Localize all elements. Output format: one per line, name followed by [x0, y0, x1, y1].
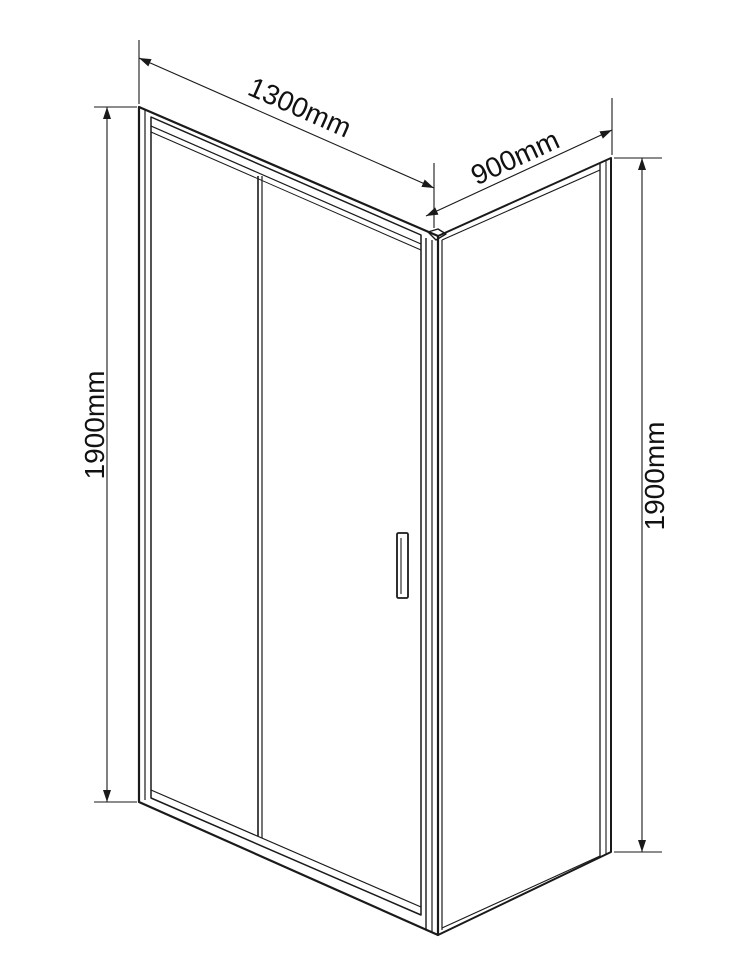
bottom-rail	[150, 789, 422, 908]
side-outer-frame	[437, 157, 612, 936]
front-door-panel	[137, 105, 447, 937]
dimension-lines	[94, 40, 662, 853]
side-dimension-arrow	[425, 129, 613, 217]
top-rail	[150, 125, 422, 245]
side-panel	[437, 157, 612, 936]
door-handle	[396, 532, 409, 599]
side-bottom-edge	[441, 855, 601, 929]
width-dimension-arrow	[138, 57, 435, 189]
corner-cap	[427, 228, 447, 241]
left-height-label: 1900mm	[79, 371, 110, 480]
side-top-edge	[441, 169, 601, 241]
front-width-label: 1300mm	[244, 71, 356, 143]
front-inner-frame	[150, 116, 422, 916]
right-height-label: 1900mm	[639, 422, 670, 531]
side-width-label: 900mm	[466, 124, 564, 191]
